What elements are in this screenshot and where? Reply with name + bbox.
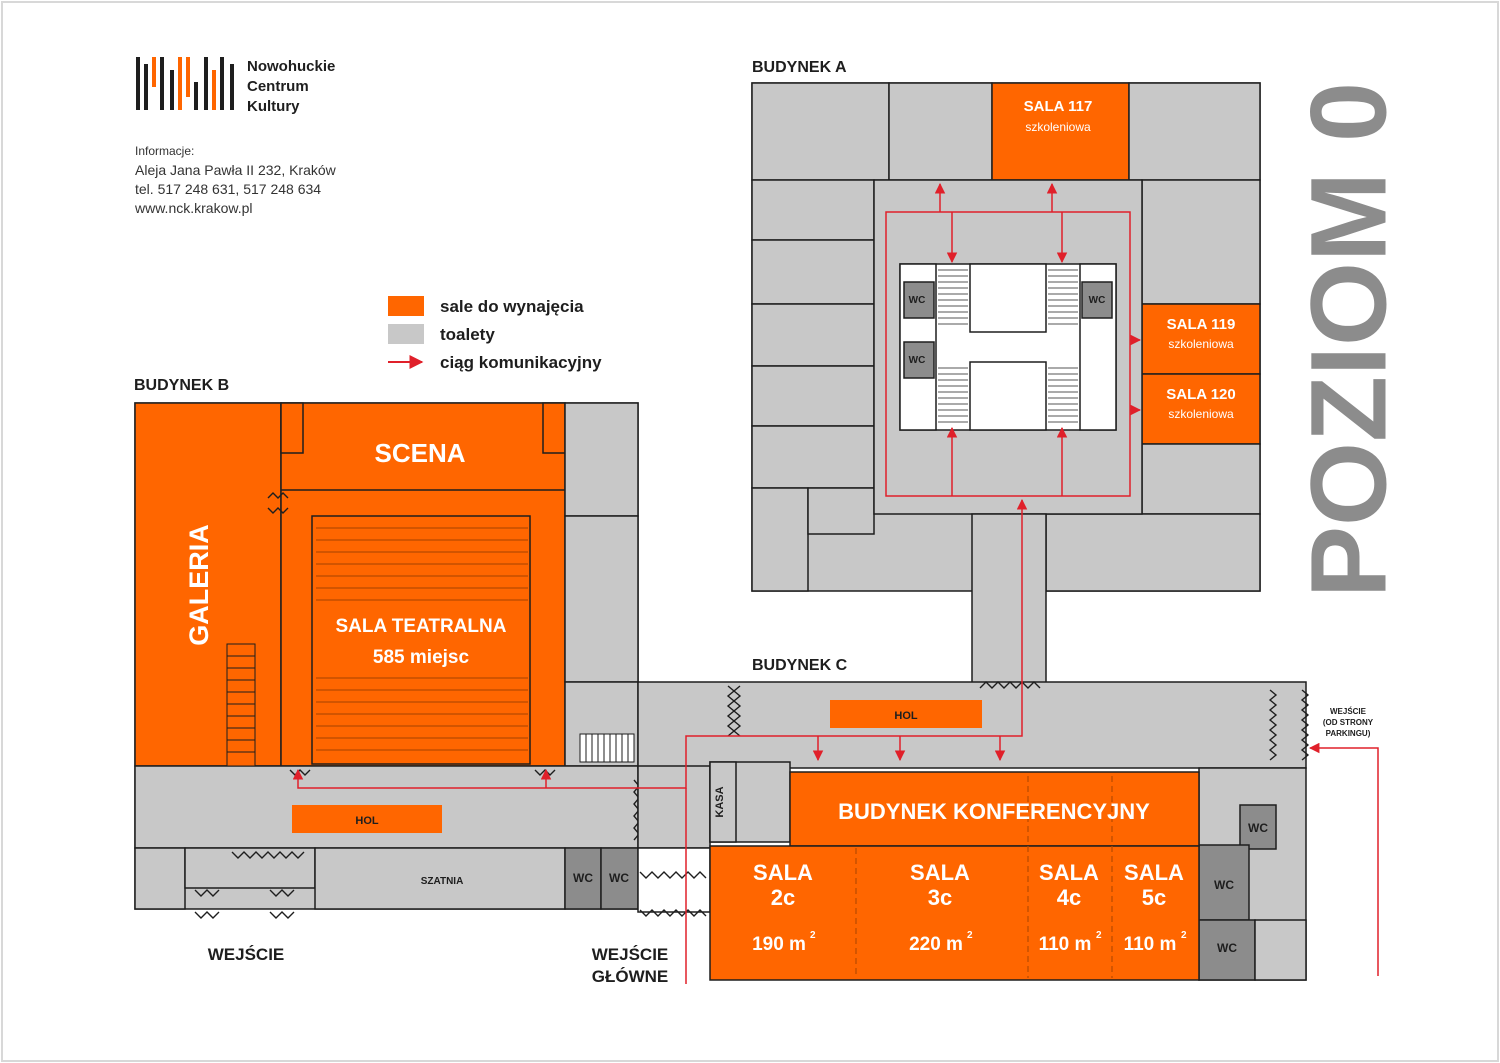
building-c-label: BUDYNEK C	[752, 657, 848, 674]
sala-4c-area: 110 m	[1039, 934, 1092, 955]
seating-rows	[316, 527, 528, 751]
sala-117	[991, 82, 1130, 181]
level-title: POZIOM 0	[1288, 82, 1409, 598]
stairs-a	[938, 269, 1078, 423]
sala-5c-l1: SALA	[1124, 860, 1184, 885]
conference-dividers	[855, 776, 1113, 978]
wejscie-glowne-2: GŁÓWNE	[592, 967, 669, 986]
wc-c-3-label: WC	[1217, 941, 1237, 955]
legend-swatch-rent	[388, 296, 424, 316]
sala-2c-sup: 2	[810, 930, 816, 941]
doors-b	[194, 492, 640, 919]
hol-c-label: HOL	[894, 710, 918, 722]
info-phone: tel. 517 248 631, 517 248 634	[135, 181, 321, 197]
wc-a-1-label: WC	[909, 295, 926, 306]
doors-c	[639, 681, 1310, 917]
sala-2c-l1: SALA	[753, 860, 813, 885]
sala-120	[1141, 373, 1261, 445]
legend-swatch-toilets	[388, 324, 424, 344]
wc-a-1	[903, 281, 935, 319]
sala-3c-area: 220 m	[909, 934, 963, 955]
wejscie-glowne-1: WEJŚCIE	[592, 945, 669, 964]
building-a-label: BUDYNEK A	[752, 59, 847, 76]
sala-5c-area: 110 m	[1124, 934, 1177, 955]
sala-2c-l2: 2c	[771, 885, 795, 910]
wc-a-2	[903, 341, 935, 379]
route-arrows	[292, 182, 1379, 984]
sala-120-type: szkoleniowa	[1168, 407, 1234, 421]
scena-label: SCENA	[374, 438, 465, 468]
logo-line-1: Nowohuckie	[247, 58, 335, 75]
legend-rent: sale do wynajęcia	[440, 297, 584, 316]
building-b-label: BUDYNEK B	[134, 377, 229, 394]
wejscie-parking-3: PARKINGU)	[1326, 729, 1371, 738]
sala-teatralna-seats: 585 miejsc	[373, 647, 470, 668]
sala-119-type: szkoleniowa	[1168, 337, 1234, 351]
sala-117-type: szkoleniowa	[1025, 120, 1091, 134]
wc-b-2	[600, 847, 639, 910]
sala-117-name: SALA 117	[1024, 98, 1093, 115]
sala-5c-l2: 5c	[1142, 885, 1166, 910]
hol-c	[830, 700, 982, 728]
hol-b-label: HOL	[355, 815, 379, 827]
legend-toilets: toalety	[440, 325, 495, 344]
info-label: Informacje:	[135, 144, 194, 158]
sala-3c-l2: 3c	[928, 885, 952, 910]
legend-path: ciąg komunikacyjny	[440, 353, 602, 372]
sala-3c-sup: 2	[967, 930, 973, 941]
sala-120-name: SALA 120	[1166, 386, 1235, 403]
kasa	[709, 761, 737, 843]
wc-c-1-label: WC	[1248, 821, 1268, 835]
info-website: www.nck.krakow.pl	[134, 200, 252, 216]
wejscie-parking-1: WEJŚCIE	[1330, 707, 1367, 716]
wc-b-1-label: WC	[573, 871, 593, 885]
sala-4c-sup: 2	[1096, 930, 1102, 941]
legend: sale do wynajęcia toalety ciąg komunikac…	[388, 296, 602, 372]
building-a	[751, 82, 1261, 685]
wc-c-2-label: WC	[1214, 878, 1234, 892]
szatnia-label: SZATNIA	[421, 876, 464, 887]
galeria-label: GALERIA	[184, 524, 214, 646]
budynek-konferencyjny-label: BUDYNEK KONFERENCYJNY	[838, 799, 1150, 824]
sala-4c-l1: SALA	[1039, 860, 1099, 885]
building-c	[637, 681, 1307, 981]
nck-logo	[136, 57, 234, 110]
galeria-stairs	[226, 643, 256, 767]
wc-a-2-label: WC	[909, 355, 926, 366]
sala-119-name: SALA 119	[1167, 316, 1236, 333]
wc-a-3-label: WC	[1089, 295, 1106, 306]
sala-119	[1141, 303, 1261, 375]
sala-teatralna-name: SALA TEATRALNA	[336, 616, 507, 637]
sala-5c-sup: 2	[1181, 930, 1187, 941]
wc-c-1	[1239, 804, 1277, 850]
sala-2c-area: 190 m	[752, 934, 806, 955]
wc-c-2	[1198, 844, 1250, 921]
wc-a-3	[1081, 281, 1113, 319]
sala-4c-l2: 4c	[1057, 885, 1081, 910]
wejscie-label: WEJŚCIE	[208, 945, 285, 964]
wejscie-parking-2: (OD STRONY	[1323, 718, 1374, 727]
hol-b	[292, 805, 442, 833]
budynek-konferencyjny	[789, 771, 1200, 847]
info-address: Aleja Jana Pawła II 232, Kraków	[135, 162, 337, 178]
wc-b-2-label: WC	[609, 871, 629, 885]
logo-line-2: Centrum	[247, 78, 309, 95]
kasa-label: KASA	[714, 786, 726, 817]
stairs-b	[579, 733, 635, 763]
sala-3c-l1: SALA	[910, 860, 970, 885]
logo-line-3: Kultury	[247, 98, 300, 115]
